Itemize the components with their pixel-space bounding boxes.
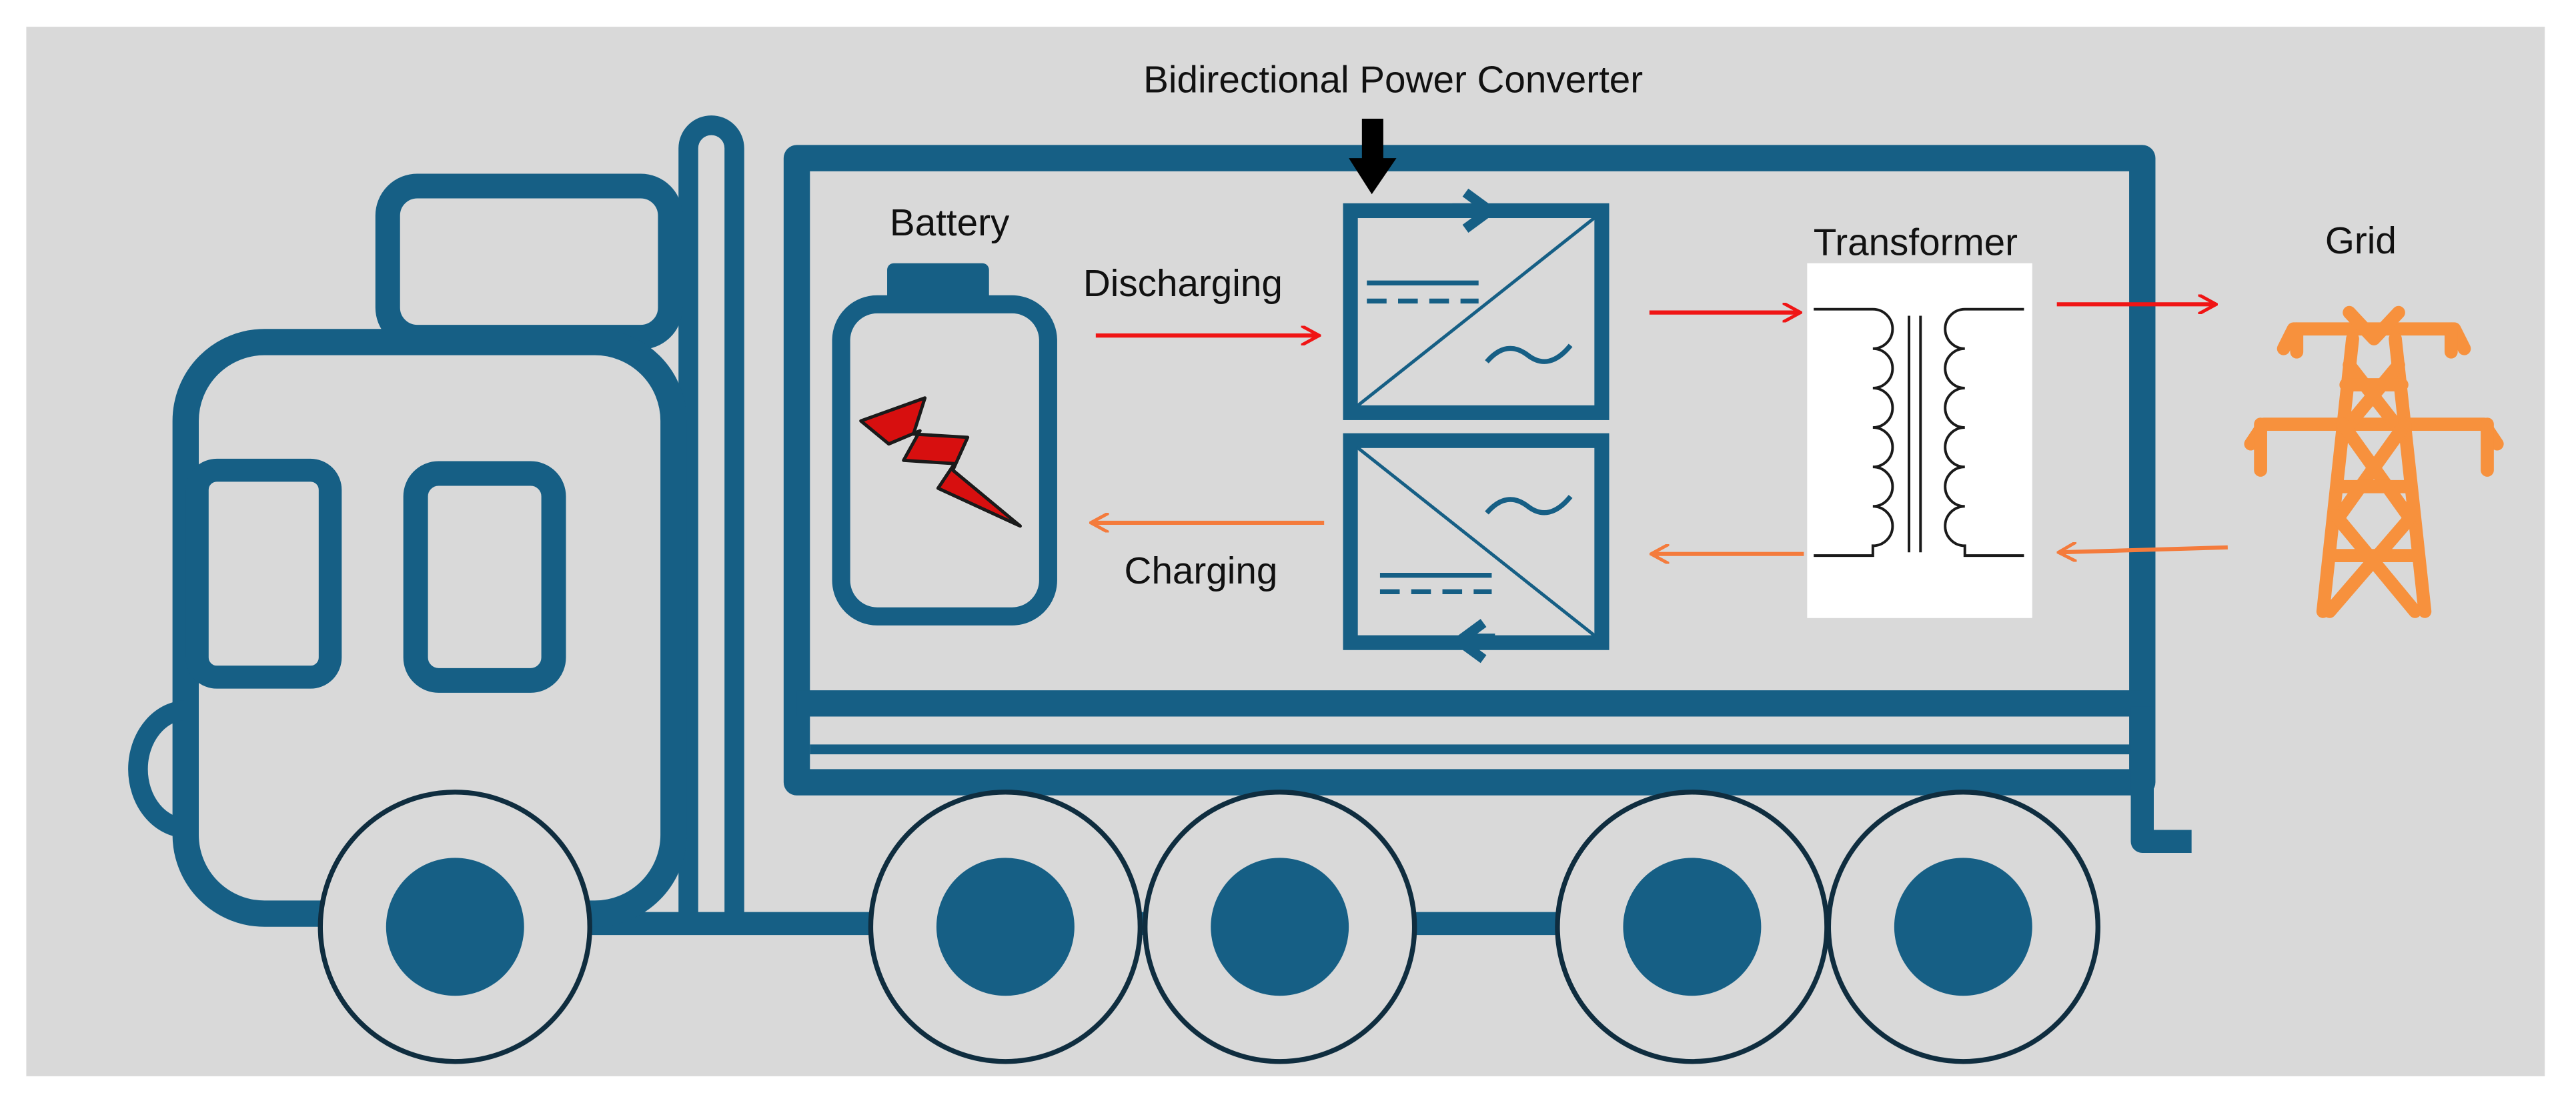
grid-label: Grid (2325, 220, 2397, 262)
wheel (1826, 790, 2100, 1064)
cab-window-side (403, 461, 566, 693)
transmission-tower-icon (2244, 305, 2504, 618)
lightning-bolt-icon (859, 396, 1022, 528)
truck-icon (128, 115, 2192, 936)
wheel (1143, 790, 1417, 1064)
rear-bumper (2130, 706, 2192, 853)
front-bumper (128, 700, 188, 838)
cab-window-front (185, 458, 342, 689)
exhaust-pipe (678, 115, 744, 920)
converter-label: Bidirectional Power Converter (1143, 59, 1643, 101)
discharging-label: Discharging (1083, 263, 1283, 305)
transformer-label: Transformer (1814, 221, 2018, 263)
truck-wheels (317, 790, 2100, 1064)
converter-pointer-arrow (1349, 118, 1397, 195)
charge-arrows (1093, 523, 2228, 554)
discharge-arrows (1095, 304, 2214, 335)
battery-label: Battery (890, 202, 1010, 244)
charging-label: Charging (1125, 550, 1278, 592)
wheel (1555, 790, 1830, 1064)
wheel (868, 790, 1143, 1064)
wheel (317, 790, 592, 1064)
battery-icon (832, 263, 1057, 626)
trailer-frame (783, 145, 2156, 796)
dc-ac-converter-icon (1343, 188, 1609, 420)
grid-to-transformer-arrow (2060, 547, 2228, 552)
transformer-icon (1814, 307, 2024, 558)
ac-dc-converter-icon (1343, 433, 1609, 664)
